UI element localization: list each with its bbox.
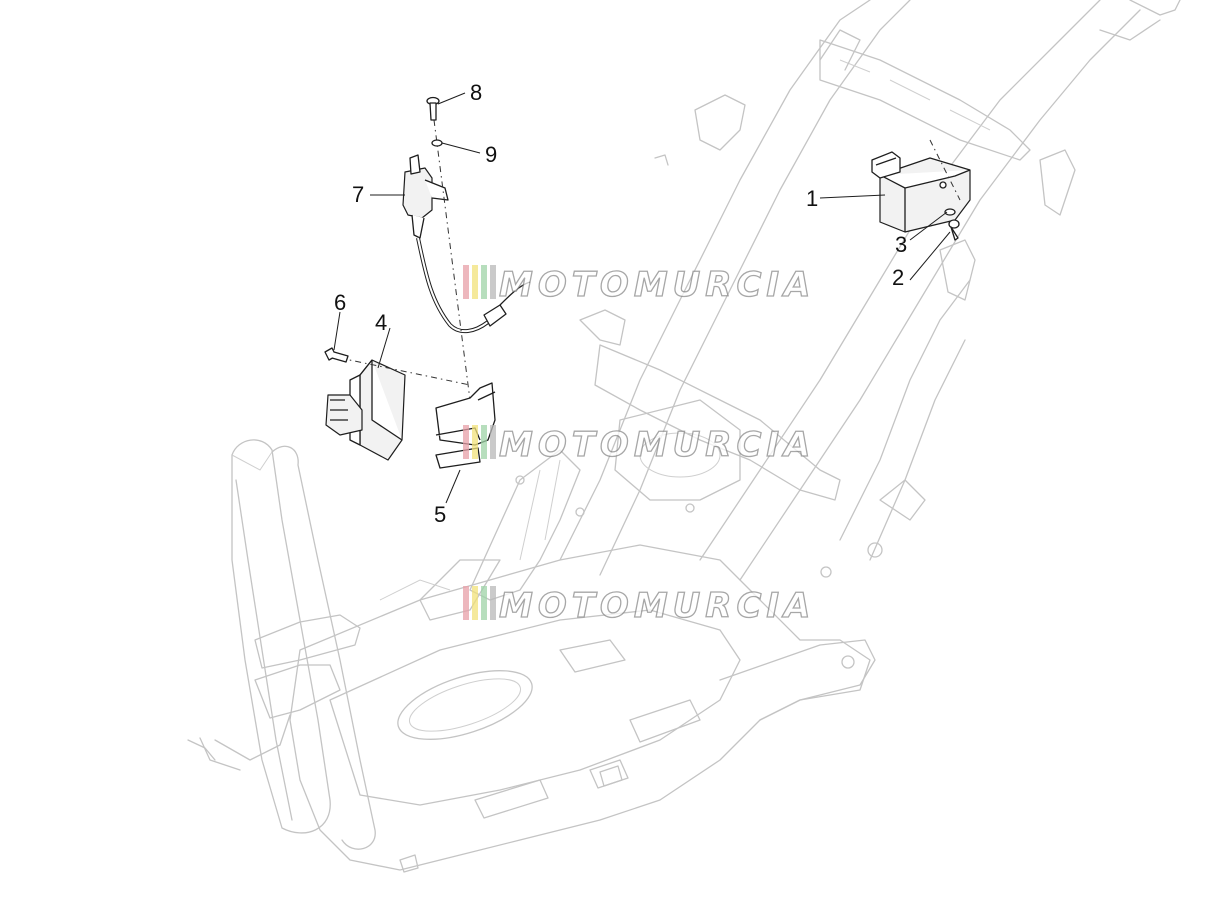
watermark-stripe xyxy=(463,586,469,620)
watermark-stripe xyxy=(481,265,487,299)
watermark-stripe xyxy=(463,265,469,299)
part-6-bolt xyxy=(324,347,349,363)
callout-leaders xyxy=(333,92,951,504)
watermark-stripe xyxy=(463,425,469,459)
watermark-text: MOTOMURCIA xyxy=(499,586,815,626)
dashed-leader-1 xyxy=(929,139,961,201)
dashed-leader-7 xyxy=(433,119,471,401)
watermark-middle: MOTOMURCIA xyxy=(463,424,815,466)
callout-5: 5 xyxy=(434,502,446,527)
watermark-stripe xyxy=(481,425,487,459)
callout-1: 1 xyxy=(806,186,818,211)
callout-7: 7 xyxy=(352,182,364,207)
watermark-top: MOTOMURCIA xyxy=(463,264,815,306)
part-9-washer xyxy=(431,139,443,147)
callout-4: 4 xyxy=(375,310,387,335)
part-3-washer xyxy=(944,208,956,216)
callout-9: 9 xyxy=(485,142,497,167)
watermark-stripe xyxy=(472,265,478,299)
watermark-stripe xyxy=(472,425,478,459)
callout-3: 3 xyxy=(895,232,907,257)
watermark-stripe xyxy=(490,425,496,459)
part-8-screw xyxy=(426,96,440,121)
watermark-text: MOTOMURCIA xyxy=(499,265,815,305)
scooter-frame xyxy=(187,0,1181,873)
part-2-screw xyxy=(948,219,960,241)
watermark-stripe xyxy=(481,586,487,620)
part-4-module xyxy=(325,359,406,461)
watermark-stripe xyxy=(490,265,496,299)
watermark-stripe xyxy=(490,586,496,620)
watermark-text: MOTOMURCIA xyxy=(499,425,815,465)
callout-6: 6 xyxy=(334,290,346,315)
dashed-leader-6 xyxy=(339,357,471,386)
watermark-bottom: MOTOMURCIA xyxy=(463,585,815,627)
part-7-ignition-coil xyxy=(402,154,531,334)
watermark-stripe xyxy=(472,586,478,620)
callout-8: 8 xyxy=(470,80,482,105)
callout-2: 2 xyxy=(892,265,904,290)
callout-numbers: 1 2 3 4 5 6 7 8 9 xyxy=(334,80,907,527)
